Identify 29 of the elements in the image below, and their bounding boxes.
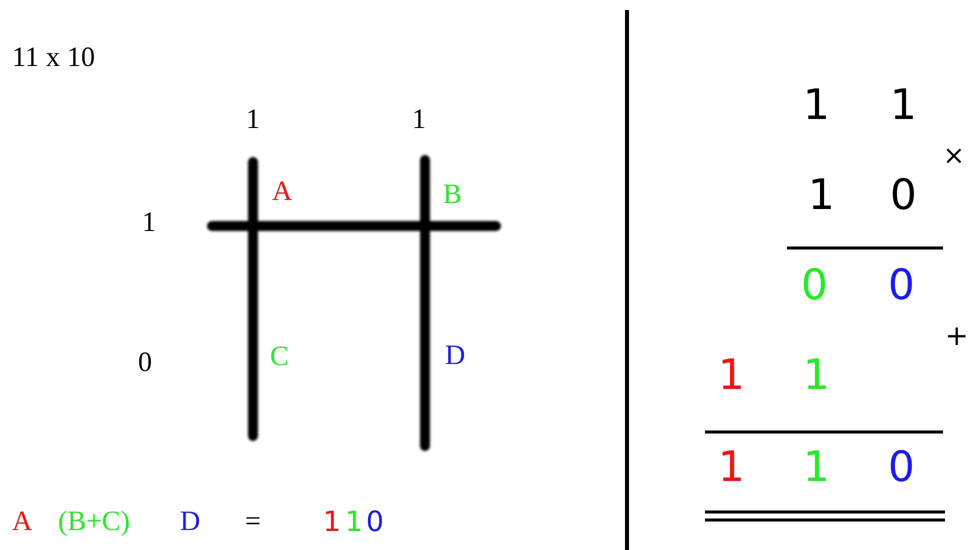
- label: 1: [142, 209, 156, 237]
- label: 0: [888, 446, 915, 488]
- label: 1: [246, 106, 260, 134]
- label: 11 x 10: [12, 44, 95, 72]
- label: A: [12, 508, 32, 536]
- label: 0: [890, 174, 917, 216]
- label: +: [945, 322, 968, 350]
- label: 1: [718, 354, 745, 396]
- label: B: [443, 181, 462, 209]
- label: 0: [366, 508, 384, 536]
- label: D: [445, 342, 466, 370]
- label: 1: [890, 84, 917, 126]
- label: 1: [808, 174, 835, 216]
- label: 1: [345, 508, 363, 536]
- label: (B+C): [58, 508, 130, 536]
- label: 1: [718, 446, 745, 488]
- label: A: [272, 178, 292, 206]
- label: 0: [888, 264, 915, 306]
- label: ×: [943, 143, 965, 169]
- label: C: [270, 343, 289, 371]
- label: 1: [412, 106, 426, 134]
- label: 1: [803, 446, 830, 488]
- label: =: [245, 508, 261, 536]
- label: 1: [803, 354, 830, 396]
- label: 0: [138, 349, 152, 377]
- label: 1: [803, 84, 830, 126]
- label: D: [180, 508, 200, 536]
- label: 0: [801, 264, 828, 306]
- label: 1: [323, 508, 341, 536]
